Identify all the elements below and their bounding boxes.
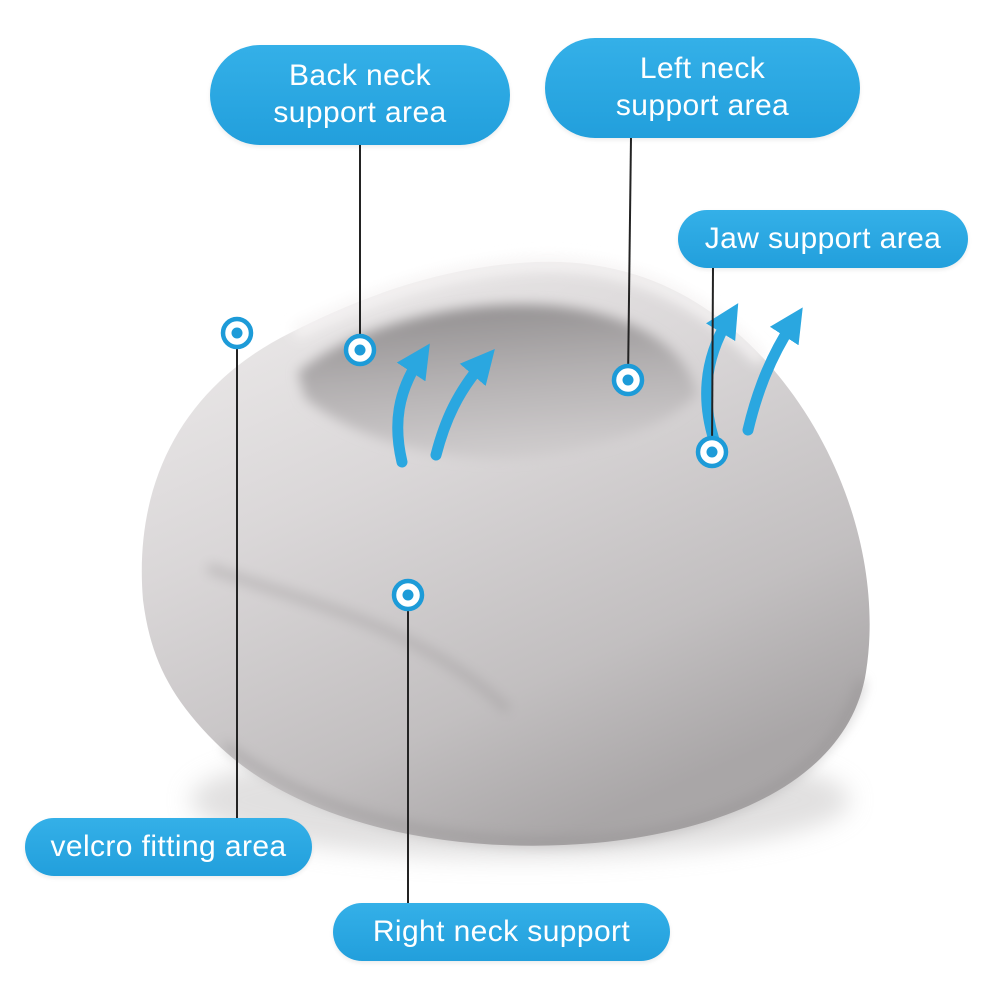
label-back-neck-support-line2: support area — [273, 96, 447, 129]
label-right-neck-support-line1: Right neck support — [372, 914, 631, 948]
label-back-neck-support: Back neck support area — [210, 45, 510, 145]
marker-back-neck-support-icon — [343, 333, 377, 367]
label-right-neck-support: Right neck support — [333, 903, 670, 961]
pillow-rim-highlight — [292, 255, 766, 364]
label-back-neck-support-line1: Back neck — [289, 59, 431, 93]
label-left-neck-support-line2: support area — [615, 89, 790, 122]
airflow-up-arrows-right-icon — [701, 303, 803, 446]
leader-line-left-neck — [627, 136, 632, 381]
label-jaw-support-line1: Jaw support area — [704, 221, 942, 255]
marker-right-neck-support-icon — [391, 578, 425, 612]
leader-line-jaw — [711, 266, 714, 453]
pillow-front-crease — [206, 563, 512, 714]
marker-jaw-support-icon — [695, 435, 729, 469]
airflow-up-arrows-center-icon — [392, 343, 495, 468]
marker-velcro-fitting-icon — [220, 316, 254, 350]
pillow-bottom-edge — [222, 679, 866, 846]
label-left-neck-support-line1: Left neck — [639, 52, 766, 86]
label-left-neck-support: Left neck support area — [545, 38, 860, 138]
marker-left-neck-support-icon — [611, 363, 645, 397]
label-jaw-support: Jaw support area — [678, 210, 968, 268]
label-velcro-fitting-line1: velcro fitting area — [50, 829, 287, 863]
label-velcro-fitting: velcro fitting area — [25, 818, 312, 876]
